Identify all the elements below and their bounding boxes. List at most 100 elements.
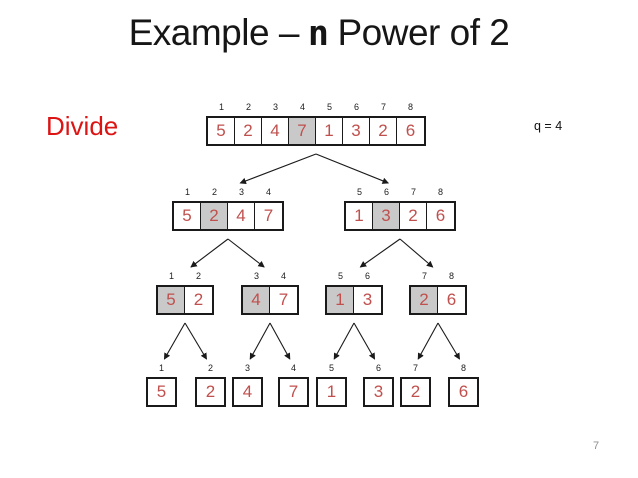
cell-index-label: 6 (383, 187, 389, 197)
cell-index-label: 3 (238, 187, 244, 197)
array-cell: 3 (373, 382, 384, 401)
cell-index-label: 5 (328, 363, 334, 373)
array-cell: 7 (263, 206, 274, 225)
cell-index-label: 6 (364, 271, 370, 281)
cell-index-label: 1 (184, 187, 190, 197)
cell-index-label: 2 (211, 187, 217, 197)
divide-arrow (417, 322, 439, 360)
divide-arrow (437, 322, 460, 360)
divide-arrow (239, 153, 317, 185)
divide-arrow (190, 238, 229, 268)
array-cell: 1 (326, 382, 337, 401)
cell-index-label: 7 (410, 187, 416, 197)
cell-index-label: 7 (412, 363, 418, 373)
array-cell: 6 (405, 121, 416, 140)
divide-arrow (184, 322, 207, 360)
cell-index-label: 4 (280, 271, 286, 281)
array-cell: 5 (158, 287, 185, 313)
array-box-level4-5: 1 (316, 377, 347, 407)
cell-index-label: 1 (168, 271, 174, 281)
divide-arrow (163, 322, 186, 360)
array-cell: 2 (410, 382, 421, 401)
cell-index-label: 4 (265, 187, 271, 197)
array-box-level4-7: 2 (400, 377, 431, 407)
title-math-variable: n (307, 14, 329, 54)
array-box-level4-3: 4 (232, 377, 263, 407)
cell-index-label: 5 (326, 102, 332, 112)
divide-arrow (333, 322, 355, 360)
array-cell: 4 (242, 382, 253, 401)
cell-index-label: 7 (421, 271, 427, 281)
array-cell: 5 (156, 382, 167, 401)
array-box-level4-6: 3 (363, 377, 394, 407)
cell-index-label: 3 (253, 271, 259, 281)
array-cell: 5 (174, 203, 201, 229)
array-cell: 1 (327, 287, 354, 313)
array-cell: 2 (400, 203, 427, 229)
array-cell: 3 (373, 203, 400, 229)
array-box-level4-1: 5 (146, 377, 177, 407)
divide-arrow (399, 238, 434, 268)
array-cell: 4 (228, 203, 255, 229)
array-cell: 3 (362, 290, 373, 309)
array-cell: 7 (288, 382, 299, 401)
array-cell: 6 (458, 382, 469, 401)
array-cell: 1 (316, 118, 343, 144)
array-cell: 2 (201, 203, 228, 229)
page-number: 7 (593, 440, 600, 452)
cell-index-label: 3 (272, 102, 278, 112)
array-cell: 1 (346, 203, 373, 229)
divide-arrow (249, 322, 271, 360)
array-cell: 7 (278, 290, 289, 309)
array-cell: 6 (435, 206, 446, 225)
divide-arrow (227, 238, 265, 268)
cell-index-label: 2 (207, 363, 213, 373)
cell-index-label: 1 (218, 102, 224, 112)
divide-arrow (359, 238, 401, 268)
array-cell: 6 (446, 290, 457, 309)
cell-index-label: 4 (290, 363, 296, 373)
q-value-label: q = 4 (534, 119, 563, 133)
cell-index-label: 5 (356, 187, 362, 197)
cell-index-label: 6 (375, 363, 381, 373)
array-box-level4-2: 2 (195, 377, 226, 407)
cell-index-label: 2 (245, 102, 251, 112)
array-cell: 7 (289, 118, 316, 144)
divide-arrow (269, 322, 291, 360)
array-cell: 2 (235, 118, 262, 144)
cell-index-label: 1 (158, 363, 164, 373)
array-cell: 4 (262, 118, 289, 144)
cell-index-label: 8 (437, 187, 443, 197)
cell-index-label: 8 (407, 102, 413, 112)
cell-index-label: 7 (380, 102, 386, 112)
array-cell: 2 (370, 118, 397, 144)
array-cell: 2 (411, 287, 438, 313)
cell-index-label: 3 (244, 363, 250, 373)
cell-index-label: 6 (353, 102, 359, 112)
cell-index-label: 2 (195, 271, 201, 281)
cell-index-label: 4 (299, 102, 305, 112)
array-cell: 4 (243, 287, 270, 313)
title-suffix: Power of 2 (337, 12, 510, 53)
divide-arrow (315, 153, 390, 184)
array-box-level4-8: 6 (448, 377, 479, 407)
title-prefix: Example – (128, 12, 300, 53)
array-cell: 2 (193, 290, 204, 309)
array-cell: 2 (205, 382, 216, 401)
divide-label: Divide (46, 111, 119, 141)
divide-arrow (353, 322, 376, 360)
array-box-level4-4: 7 (278, 377, 309, 407)
cell-index-label: 5 (337, 271, 343, 281)
cell-index-label: 8 (460, 363, 466, 373)
array-cell: 3 (343, 118, 370, 144)
